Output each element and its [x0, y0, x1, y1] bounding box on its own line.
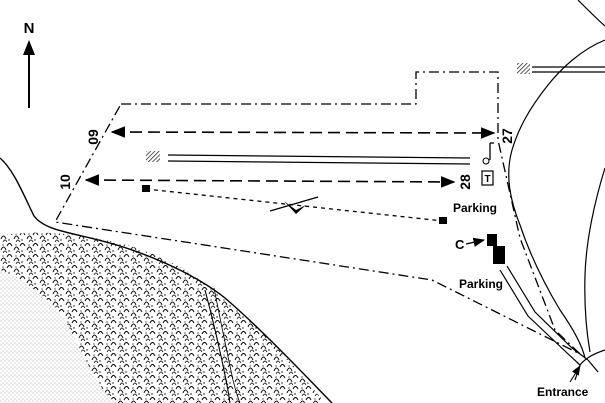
building-c-label: C: [455, 237, 465, 252]
hatched-area-icon: [517, 63, 530, 74]
tower-symbol-box: [481, 170, 494, 186]
entrance-road-a: [499, 269, 581, 366]
runway-10-28: [84, 174, 456, 188]
tower-symbol: T: [484, 174, 490, 185]
runway-label-28: 28: [457, 174, 473, 190]
river-right-bank: [584, 167, 605, 353]
runway-label-09: 09: [85, 129, 101, 145]
paved-runway-south-edge: [167, 160, 471, 165]
windsock-icon: [482, 142, 494, 165]
wind-direction-icon: [269, 196, 319, 214]
runway-label-27: 27: [499, 128, 515, 144]
building-c-2: [493, 246, 505, 264]
entrance-pointer: [569, 365, 581, 383]
stream-line: [204, 289, 231, 403]
hatched-area-icon: [146, 151, 160, 162]
road-junction: [574, 349, 605, 381]
entrance-label: Entrance: [537, 385, 589, 399]
shoreline-line: [0, 157, 333, 403]
building-c-1: [487, 234, 497, 246]
parking-label-south: Parking: [459, 277, 503, 291]
approach-line: [145, 188, 444, 222]
runway-09-27: [110, 126, 496, 139]
approach-marker-west: [142, 185, 150, 192]
airfield-boundary: [53, 71, 581, 355]
river-left-bank: [508, 39, 605, 359]
woodland-area: [0, 232, 325, 403]
approach-marker-east: [439, 217, 447, 224]
entrance-road-b: [506, 265, 589, 361]
river-top-edge: [577, 0, 605, 27]
north-arrow-icon: [23, 40, 35, 108]
building-c-pointer: [465, 237, 486, 247]
paved-runway-north-edge: [167, 154, 471, 159]
parking-label-north: Parking: [453, 201, 497, 215]
runway-label-10: 10: [57, 174, 73, 190]
north-label: N: [24, 20, 35, 37]
water-area: [0, 270, 116, 403]
stream-line-2: [213, 287, 241, 403]
